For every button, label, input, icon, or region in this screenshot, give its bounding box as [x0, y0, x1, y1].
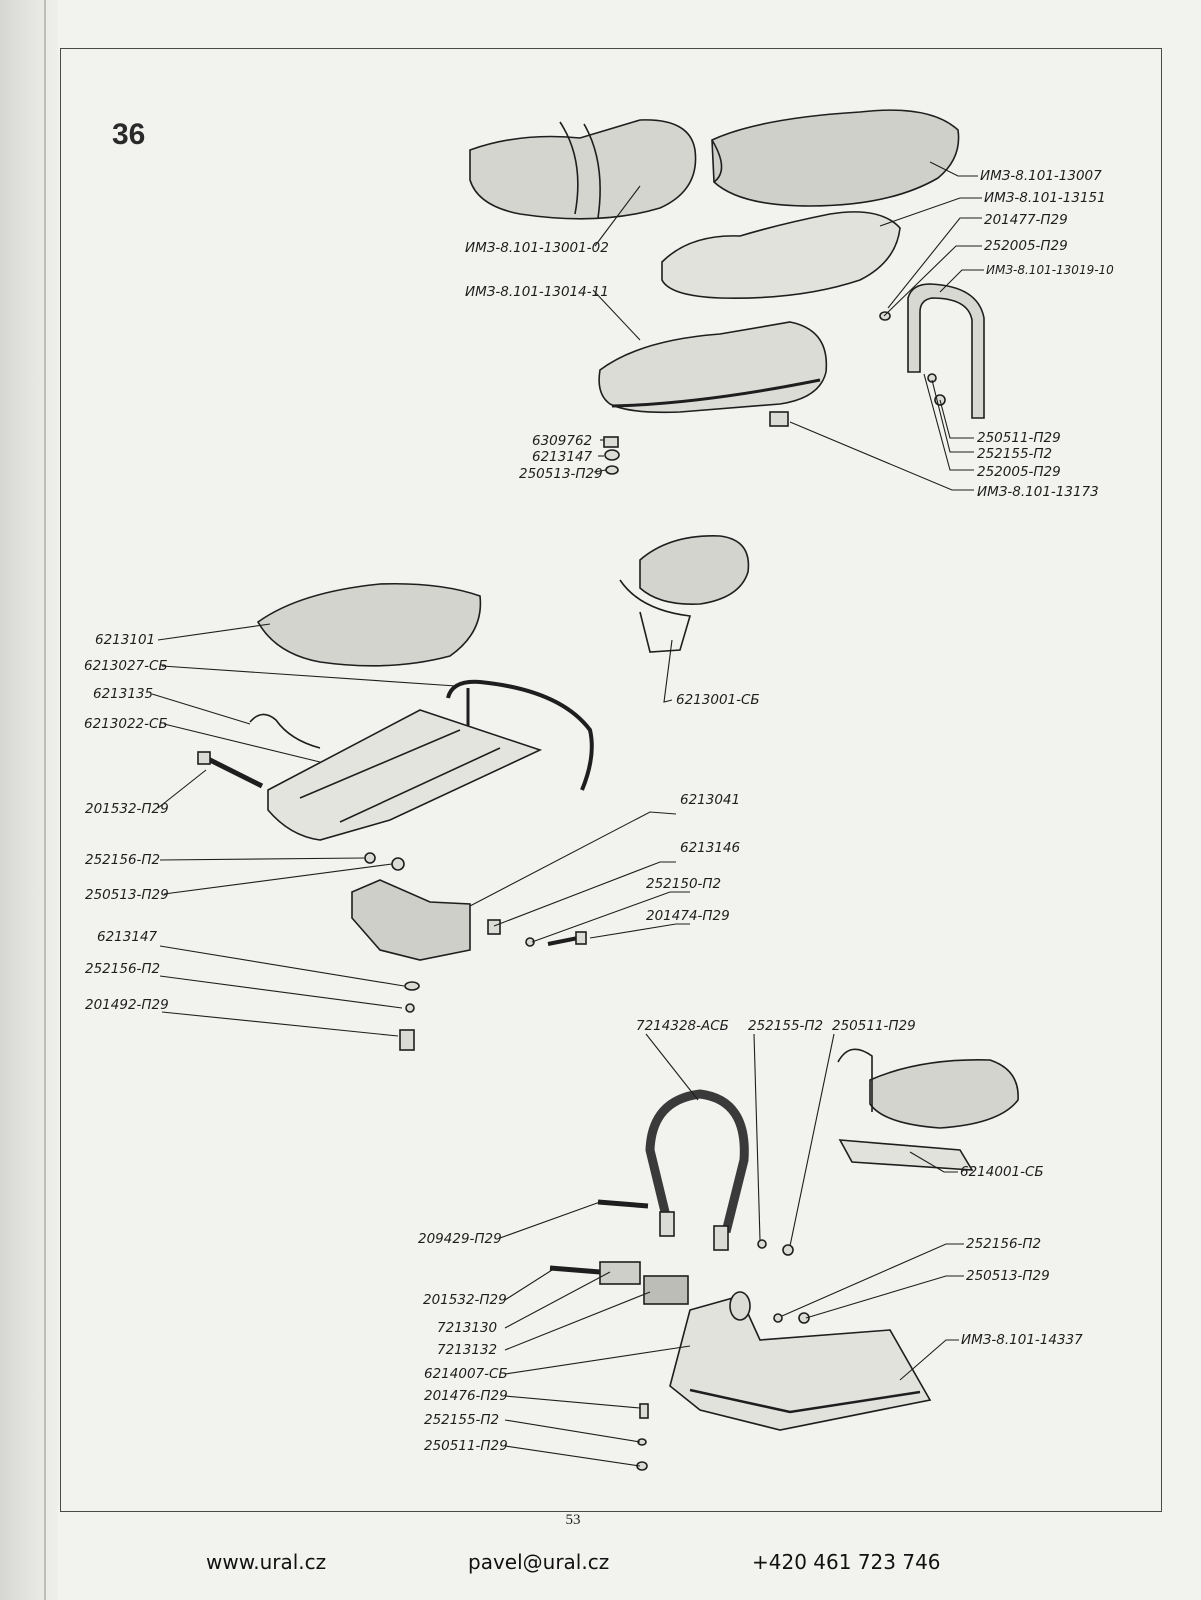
grab-handle-13019-10-illustration	[907, 283, 985, 419]
label-6213146: 6213146	[680, 840, 740, 856]
label-250513-b: 250513-П29	[85, 887, 169, 903]
label-6213001-sb: 6213001-СБ	[676, 692, 760, 708]
label-201492: 201492-П29	[85, 997, 169, 1013]
saddle-6213101-illustration	[256, 582, 482, 667]
label-13173: ИМЗ-8.101-13173	[977, 484, 1099, 500]
label-13019-10: ИМЗ-8.101-13019-10	[986, 263, 1114, 277]
label-7213132: 7213132	[437, 1342, 497, 1358]
footer-website-link[interactable]: www.ural.cz	[206, 1550, 327, 1574]
seat-base-13014-11-illustration	[598, 321, 828, 414]
label-6213041: 6213041	[680, 792, 740, 808]
small-hardware-row3	[636, 1312, 810, 1471]
grab-handle-7214328-asb-illustration	[645, 1089, 749, 1251]
seat-cover-13007-illustration	[711, 109, 960, 207]
label-252156-a: 252156-П2	[85, 852, 160, 868]
footrest-base-14337-illustration	[669, 1291, 932, 1431]
small-hardware-row2	[364, 852, 587, 1051]
label-6214007-sb: 6214007-СБ	[424, 1366, 508, 1382]
label-14337: ИМЗ-8.101-14337	[961, 1332, 1083, 1348]
label-252005-b: 252005-П29	[977, 464, 1061, 480]
seat-frame-6213022-sb-illustration	[267, 709, 543, 841]
label-13014-11: ИМЗ-8.101-13014-11	[465, 284, 609, 300]
label-6213135: 6213135	[93, 686, 153, 702]
footer-email-link[interactable]: pavel@ural.cz	[468, 1550, 610, 1574]
label-252156-c: 252156-П2	[966, 1236, 1041, 1252]
saddle-6214001-sb-illustration	[837, 1048, 1019, 1171]
label-6213027-sb: 6213027-СБ	[84, 658, 168, 674]
label-201532-b: 201532-П29	[423, 1292, 507, 1308]
label-6213147-a: 6213147	[532, 449, 593, 465]
label-7214328-asb: 7214328-АСБ	[636, 1018, 729, 1034]
label-6309762: 6309762	[532, 433, 592, 449]
seat-cover-13001-02-illustration	[469, 119, 697, 220]
label-250513-a: 250513-П29	[519, 466, 603, 482]
label-13001-02: ИМЗ-8.101-13001-02	[465, 240, 609, 256]
label-252155-b: 252155-П2	[748, 1018, 823, 1034]
book-binding-shadow	[0, 0, 58, 1600]
label-6214001-sb: 6214001-СБ	[960, 1164, 1044, 1180]
label-250513-c: 250513-П29	[966, 1268, 1050, 1284]
label-6213147-b: 6213147	[97, 929, 158, 945]
label-252156-b: 252156-П2	[85, 961, 160, 977]
label-13007: ИМЗ-8.101-13007	[980, 168, 1102, 184]
label-201532-a: 201532-П29	[85, 801, 169, 817]
label-201477: 201477-П29	[984, 212, 1068, 228]
label-201474: 201474-П29	[646, 908, 730, 924]
label-252155-c: 252155-П2	[424, 1412, 499, 1428]
label-250511-b: 250511-П29	[832, 1018, 916, 1034]
label-252150: 252150-П2	[646, 876, 721, 892]
sheet-number: 53	[565, 1512, 581, 1528]
bolt-201532-p29-illustration	[197, 751, 264, 789]
bracket-6213041-illustration	[351, 879, 471, 961]
label-7213130: 7213130	[437, 1320, 497, 1336]
label-250511-a: 250511-П29	[977, 430, 1061, 446]
spring-6213135-illustration	[249, 713, 321, 749]
page-frame	[60, 48, 1162, 1512]
footer-phone: +420 461 723 746	[752, 1550, 941, 1574]
section-number: 36	[112, 118, 146, 151]
label-201476: 201476-П29	[424, 1388, 508, 1404]
label-250511-c: 250511-П29	[424, 1438, 508, 1454]
label-252155-a: 252155-П2	[977, 446, 1052, 462]
label-209429: 209429-П29	[418, 1231, 502, 1247]
label-252005-a: 252005-П29	[984, 238, 1068, 254]
saddle-6213001-sb-illustration	[619, 535, 750, 653]
leader-lines	[151, 161, 984, 1467]
label-6213022-sb: 6213022-СБ	[84, 716, 168, 732]
label-13151: ИМЗ-8.101-13151	[984, 190, 1106, 206]
label-6213101: 6213101	[95, 632, 155, 648]
seat-foam-13151-illustration	[661, 211, 901, 299]
pivot-parts-illustration	[549, 1199, 794, 1305]
